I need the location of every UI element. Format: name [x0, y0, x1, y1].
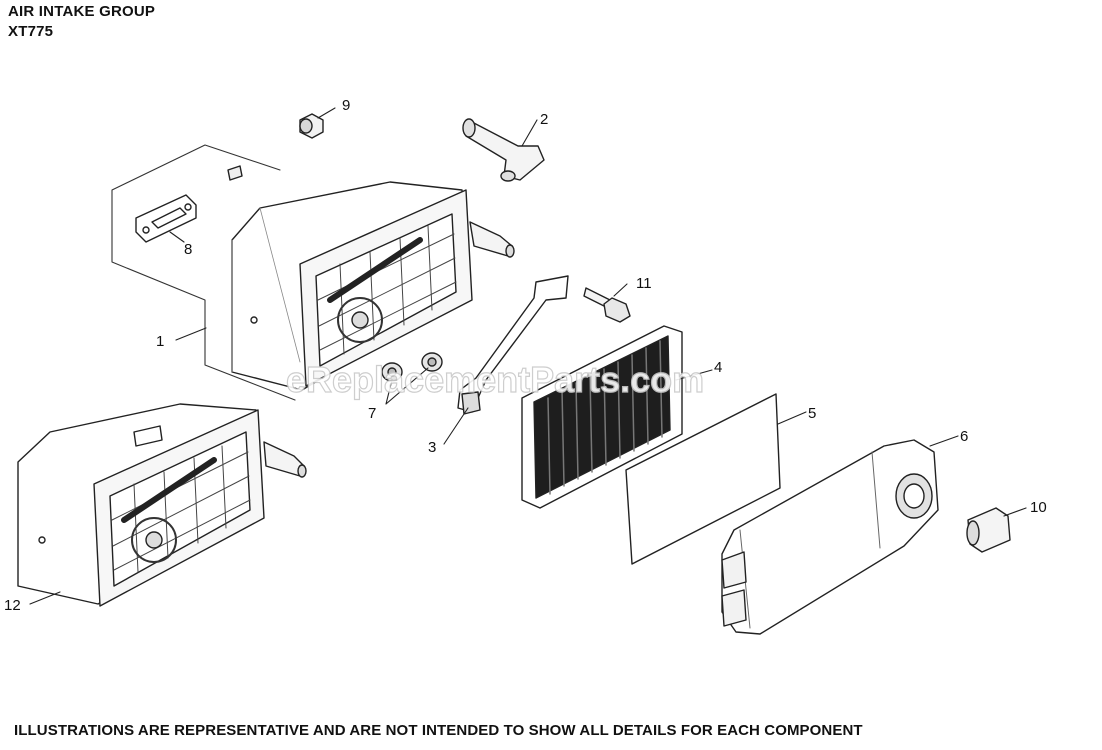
part-7-grommets [381, 352, 443, 382]
callout-4: 4 [714, 359, 722, 376]
callout-12: 12 [4, 597, 21, 614]
disclaimer-footer: ILLUSTRATIONS ARE REPRESENTATIVE AND ARE… [14, 722, 863, 739]
model-number: XT775 [8, 23, 54, 40]
callout-11: 11 [636, 275, 652, 292]
part-11-bolt [583, 287, 631, 323]
phantom-outline [111, 144, 296, 401]
part-2-breather-tube [462, 118, 545, 182]
diagram-title: AIR INTAKE GROUP [8, 3, 156, 20]
callout-7: 7 [368, 405, 376, 422]
callout-5: 5 [808, 405, 816, 422]
callout-1: 1 [156, 333, 164, 350]
part-10-knob [966, 507, 1011, 553]
part-4-filter-element [521, 325, 683, 509]
leader-lines [29, 107, 1027, 605]
callout-9: 9 [342, 97, 350, 114]
part-12-air-cleaner-base [17, 403, 307, 607]
part-5-pre-cleaner [625, 393, 781, 565]
callout-10: 10 [1030, 499, 1047, 516]
part-9-grommet [299, 113, 324, 139]
watermark: eReplacementParts.com [286, 359, 704, 400]
part-8-gasket [135, 194, 197, 243]
callout-3: 3 [428, 439, 436, 456]
part-3-bracket [457, 275, 569, 415]
stud [227, 165, 243, 181]
part-6-cover [721, 439, 939, 635]
callout-2: 2 [540, 111, 548, 128]
part-1-air-cleaner-base [231, 181, 515, 391]
callout-8: 8 [184, 241, 192, 258]
callout-6: 6 [960, 428, 968, 445]
